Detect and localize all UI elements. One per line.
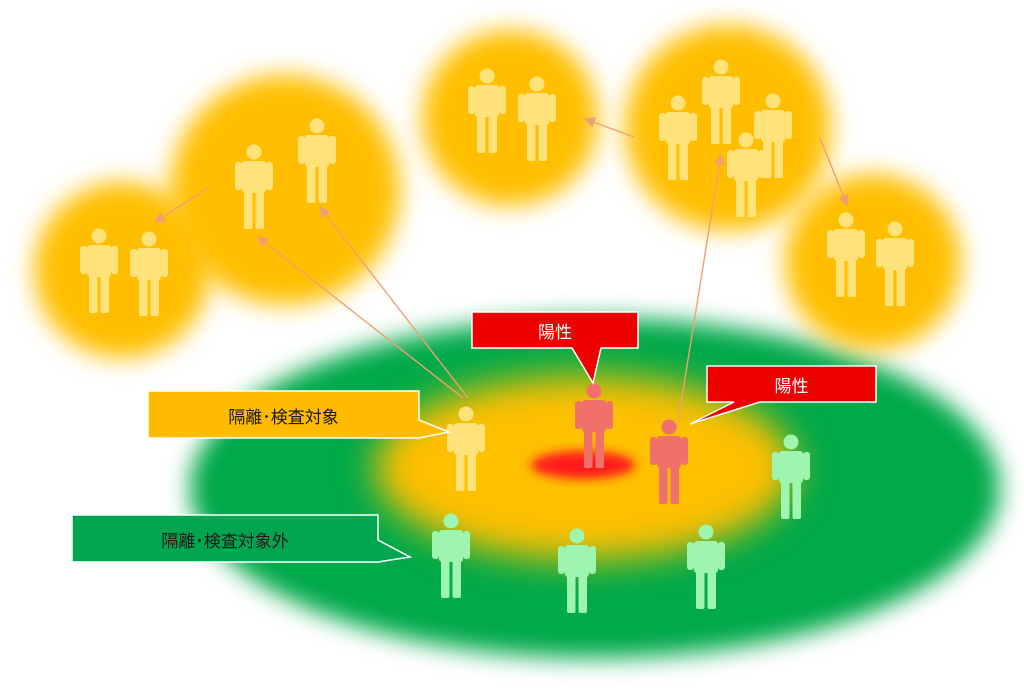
callout-positive-2 — [689, 365, 877, 425]
label-non-target: 隔離･検査対象外 — [161, 532, 289, 552]
group-zone-3 — [422, 30, 598, 206]
label-positive-2: 陽性 — [774, 377, 809, 397]
callout-quarantine-target — [147, 390, 452, 439]
callout-positive-1 — [471, 311, 639, 385]
arrow-b — [319, 205, 469, 399]
arrow-d — [153, 187, 209, 223]
arrow-c — [676, 153, 725, 429]
label-quarantine-target: 隔離･検査対象 — [228, 408, 339, 428]
group-zone-1 — [34, 182, 210, 358]
infection-core — [531, 451, 635, 479]
label-positive-1: 陽性 — [538, 323, 572, 343]
contact-arrows — [153, 117, 849, 429]
callout-non-target — [71, 514, 413, 563]
arrow-a — [256, 236, 464, 399]
group-zone-5 — [785, 174, 961, 350]
arrow-f — [819, 137, 849, 207]
group-zone-2 — [170, 75, 400, 305]
arrow-e — [583, 117, 635, 138]
